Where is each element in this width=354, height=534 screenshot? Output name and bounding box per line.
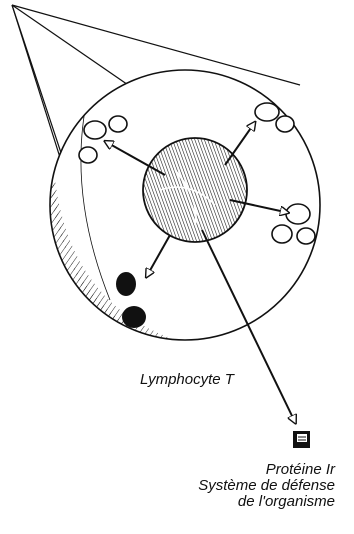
defense-label-line1: Système de défense: [198, 478, 335, 494]
vesicle: [109, 116, 127, 132]
vesicle: [276, 116, 294, 132]
defense-label-line2: de l'organisme: [198, 494, 335, 510]
nucleus: [143, 138, 247, 242]
protein-label: Protéine Ir: [198, 462, 335, 478]
granule: [122, 306, 146, 328]
cell-label: Lymphocyte T: [140, 372, 234, 388]
vesicle: [84, 121, 106, 139]
protein-caption: Protéine Ir Système de défense de l'orga…: [198, 462, 335, 510]
protein-symbol: [293, 431, 310, 448]
vesicle: [286, 204, 310, 224]
granule: [116, 272, 136, 296]
vesicle: [79, 147, 97, 163]
vesicle: [272, 225, 292, 243]
vesicle: [255, 103, 279, 121]
vesicle: [297, 228, 315, 244]
